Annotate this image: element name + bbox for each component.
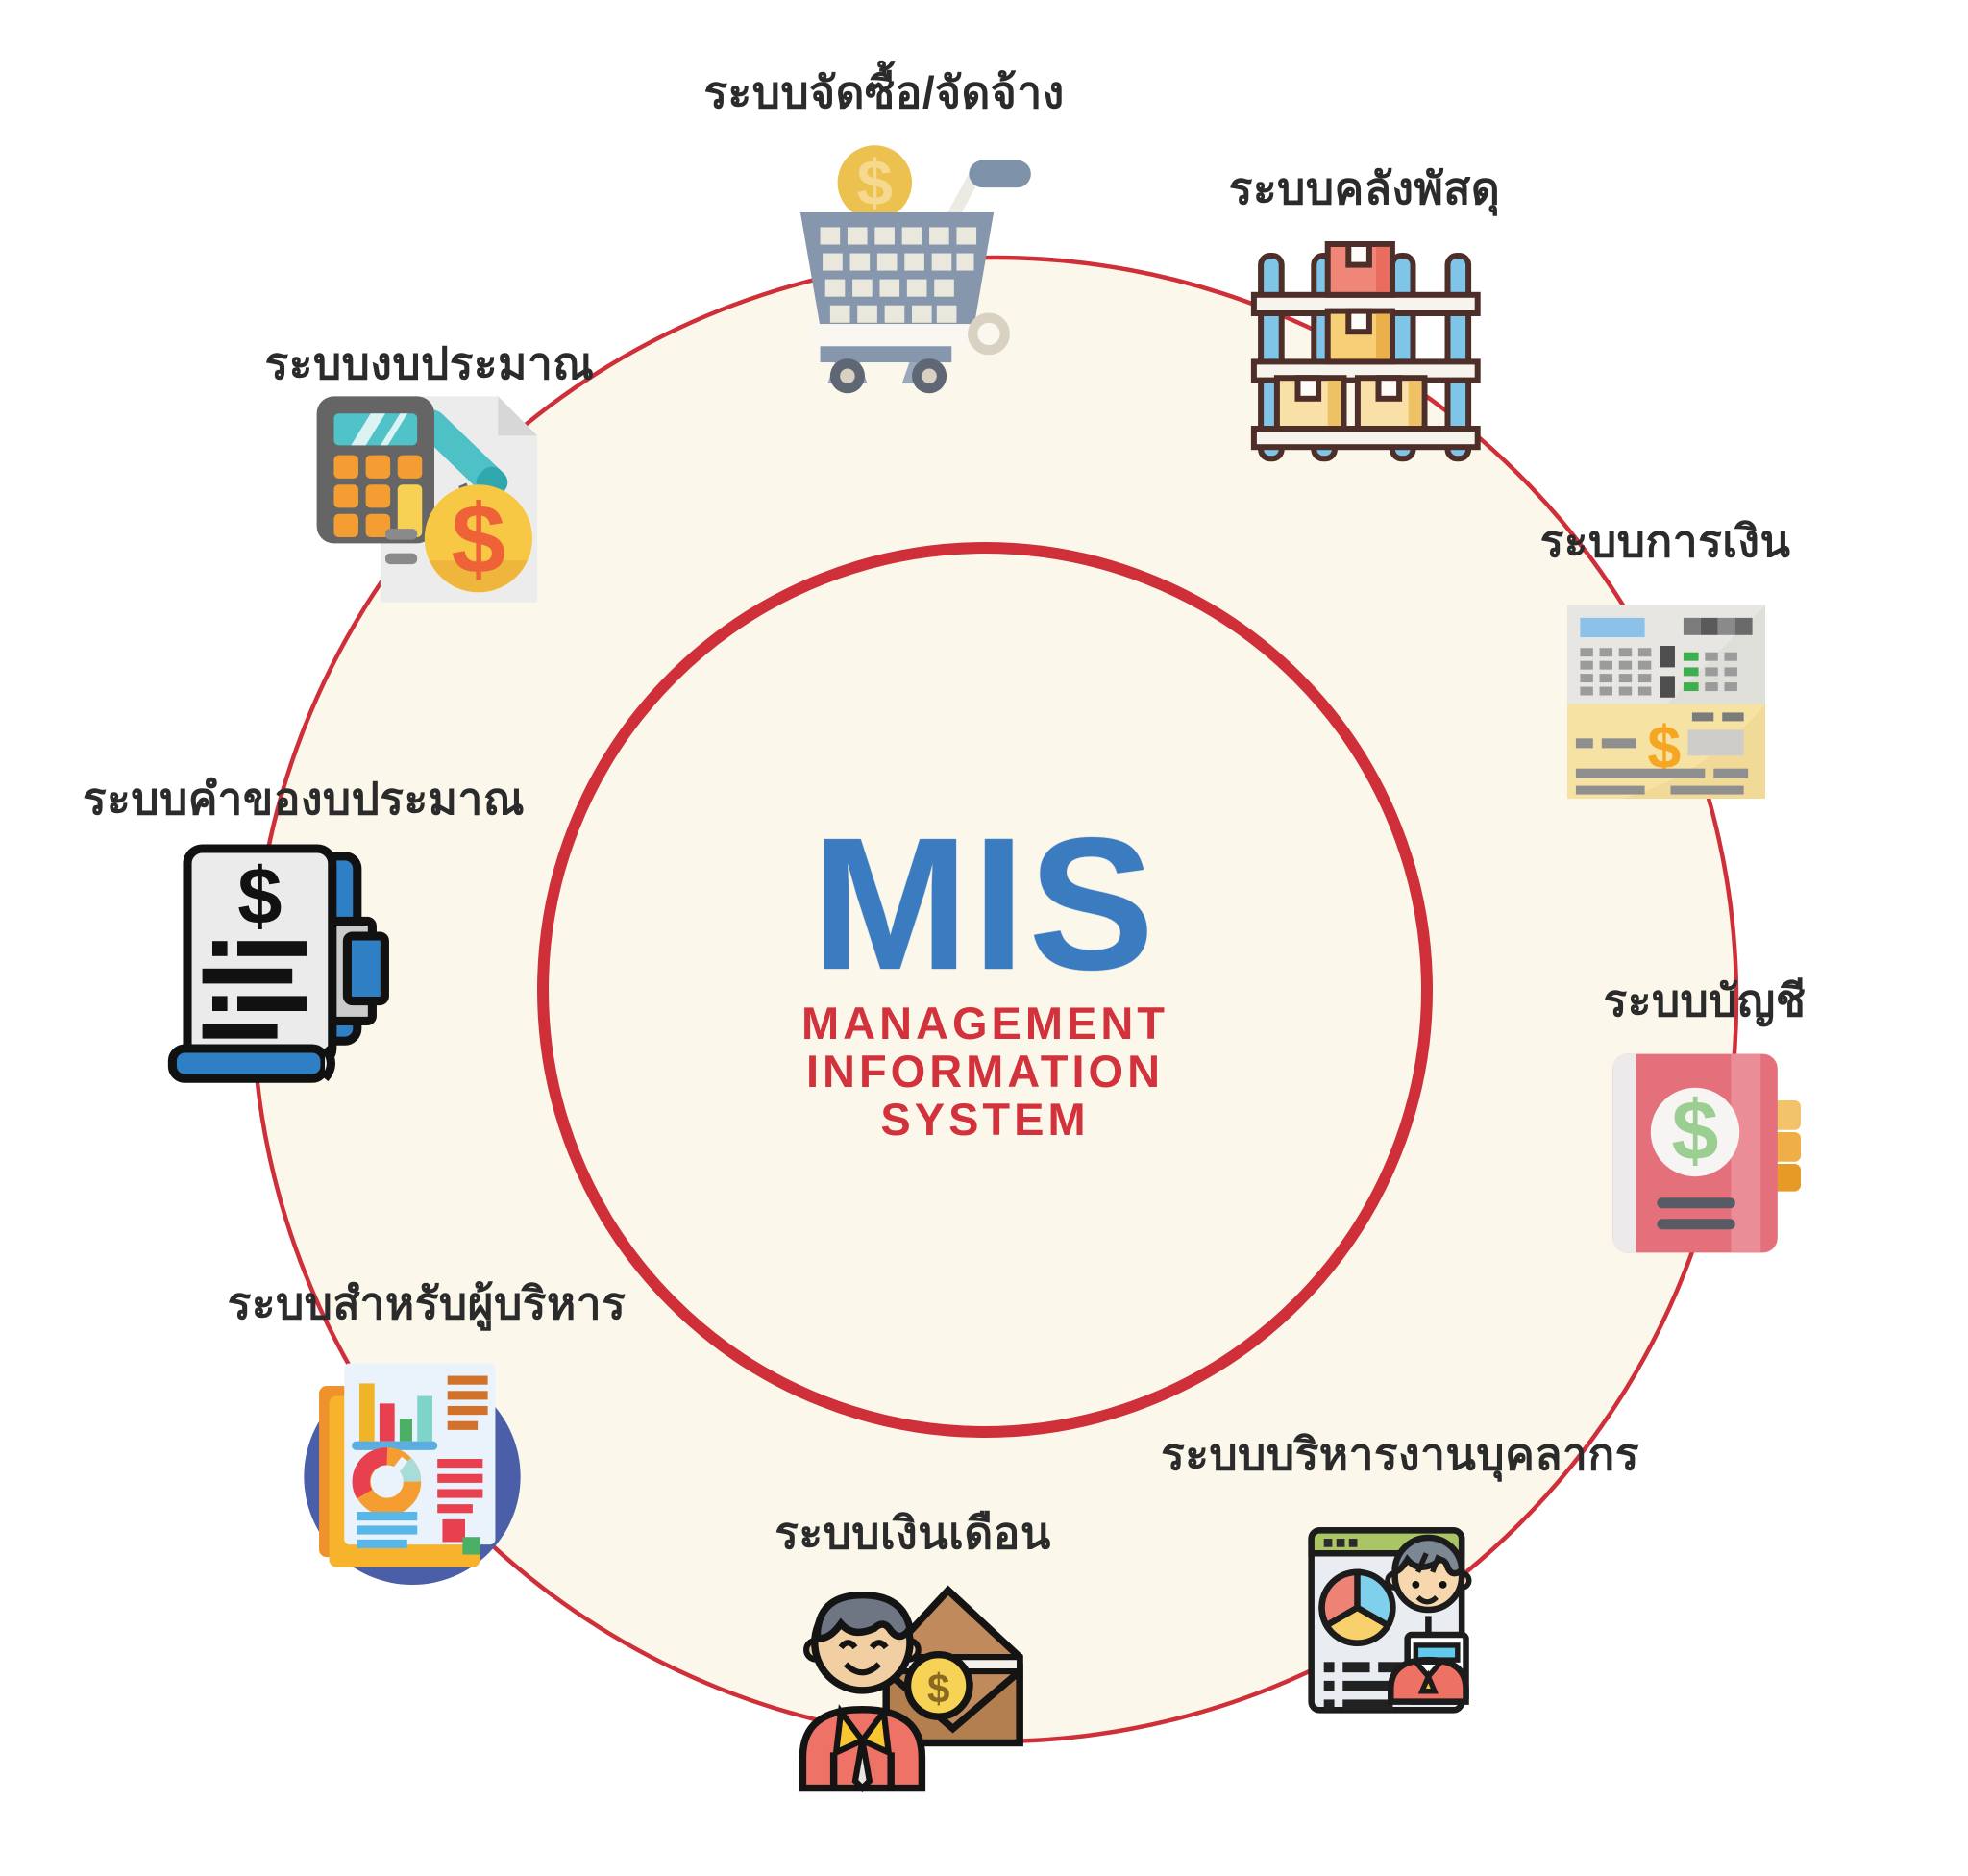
label-procurement: ระบบจัดซื้อ/จัดจ้าง [703, 67, 1065, 117]
label-finance: ระบบการเงิน [1539, 516, 1791, 566]
mis-subtitle-line2: INFORMATION [805, 1046, 1165, 1097]
ledger-book-icon: $ [1612, 1053, 1801, 1253]
label-accounting: ระบบบัญชี [1603, 975, 1807, 1025]
center-logo: MIS MANAGEMENT INFORMATION SYSTEM [800, 799, 1169, 1145]
svg-text:$: $ [237, 852, 282, 941]
label-inventory: ระบบคลังพัสดุ [1228, 163, 1501, 213]
employee-profile-icon [1308, 1527, 1472, 1714]
mis-subtitle-line3: SYSTEM [880, 1094, 1090, 1145]
svg-text:$: $ [452, 484, 506, 594]
salary-envelope-icon: $ [799, 1585, 1023, 1792]
label-budget-request: ระบบคำของบประมาณ [82, 774, 526, 824]
budget-request-document-icon: $ [167, 844, 389, 1083]
billing-machine-icon: $ [1566, 605, 1766, 800]
svg-text:$: $ [857, 147, 893, 219]
inner-ring [537, 542, 1433, 1438]
label-personnel: ระบบบริหารงานบุคลากร [1161, 1429, 1639, 1479]
label-payroll: ระบบเงินเดือน [775, 1508, 1051, 1558]
label-budget: ระบบงบประมาณ [264, 338, 595, 388]
budget-calculator-icon: $ [316, 396, 538, 603]
svg-text:$: $ [1672, 1083, 1719, 1178]
shopping-cart-icon: $ [800, 145, 1031, 394]
mis-subtitle-line1: MANAGEMENT [800, 998, 1169, 1049]
label-executive: ระบบสำหรับผู้บริหาร [227, 1278, 627, 1328]
mis-acronym: MIS [811, 799, 1159, 1009]
svg-text:$: $ [927, 1666, 949, 1711]
warehouse-shelf-icon [1250, 240, 1481, 462]
report-charts-icon [304, 1363, 521, 1585]
